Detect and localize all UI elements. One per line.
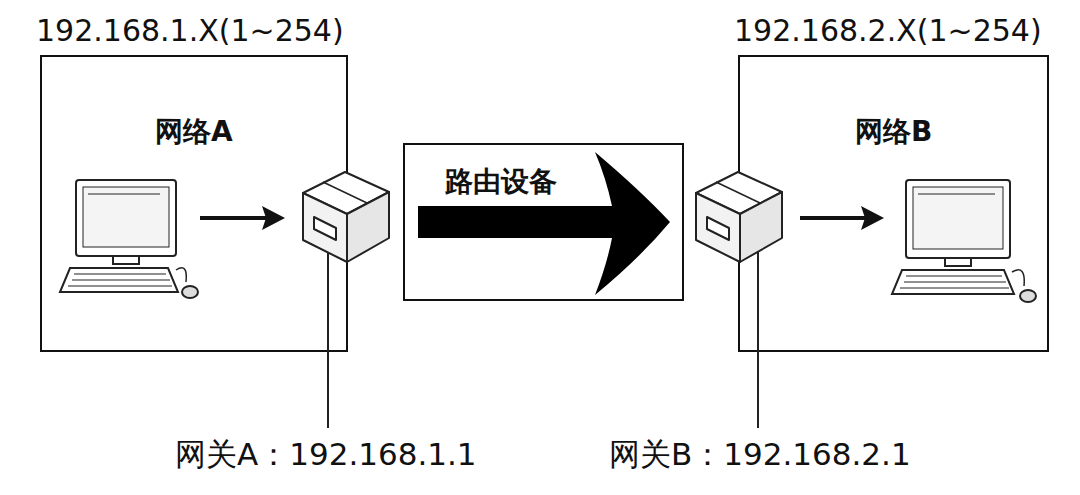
network-title: 网络B [855,115,932,149]
leader-line [757,252,759,428]
gateway-label: 网关A：192.168.1.1 [175,436,477,473]
routing-arrow [418,152,670,295]
router-title: 路由设备 [445,165,557,199]
network-box: 192.168.2.X(1~254)网络B [738,55,1049,352]
gateway-b-cube [696,172,782,262]
gateway-label: 网关B：192.168.2.1 [609,436,911,473]
network-address: 192.168.1.X(1~254) [36,13,344,49]
network-title: 网络A [155,115,233,149]
leader-line [327,252,329,428]
computer-b [892,180,1036,302]
network-address: 192.168.2.X(1~254) [734,13,1042,49]
computer-a [60,180,198,298]
network-box: 192.168.1.X(1~254)网络A [40,55,348,352]
router-box: 路由设备 [403,143,684,301]
gateway-a-cube [303,172,389,262]
